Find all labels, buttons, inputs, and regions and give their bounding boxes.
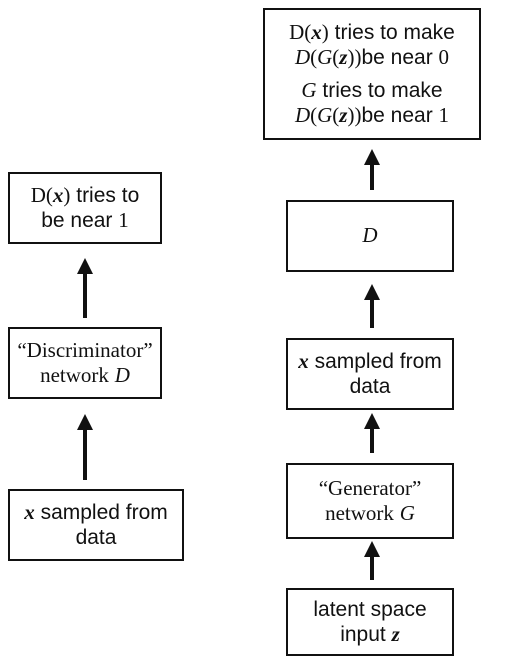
right-objective-text4: be near: [361, 104, 433, 128]
left-output-text2: be near: [41, 209, 113, 232]
left-input-var: x: [24, 499, 35, 524]
left-output-text1: tries to: [76, 183, 140, 207]
left-output-line1: D(x) tries to: [31, 183, 140, 208]
right-generator-title: “Generator”: [318, 475, 422, 500]
left-output-box: D(x) tries to be near 1: [8, 172, 162, 244]
right-objective-value2: 0: [438, 44, 450, 69]
right-generator-box: “Generator” network G: [286, 463, 454, 539]
right-latent-title: latent space: [313, 597, 427, 621]
right-objective-line3: G tries to make: [301, 78, 442, 103]
right-sample-data: data: [349, 375, 391, 398]
right-generator-network-label: network: [325, 501, 394, 525]
left-discriminator-box: “Discriminator” network D: [8, 327, 162, 399]
right-sample-box: x sampled from data: [286, 338, 454, 410]
left-input-data: data: [75, 526, 117, 549]
right-objective-box: D(x) tries to make D(G(z))be near 0 G tr…: [263, 8, 481, 140]
left-output-value: 1: [118, 208, 129, 232]
right-sample-line1: x sampled from: [298, 349, 442, 374]
right-latent-line2: input z: [340, 622, 400, 647]
right-objective-line2: D(G(z))be near 0: [295, 45, 449, 70]
right-generator-var: G: [399, 501, 415, 525]
left-discriminator-var: D: [114, 363, 130, 387]
right-objective-math1: D(x): [289, 19, 329, 44]
right-generator-line2: network G: [325, 501, 415, 526]
right-objective-text3: tries to make: [322, 79, 443, 102]
right-objective-var3: G: [301, 78, 317, 102]
right-sample-var: x: [298, 348, 309, 373]
right-objective-math4: D(G(z)): [294, 103, 362, 128]
right-latent-box: latent space input z: [286, 588, 454, 656]
right-latent-var: z: [391, 622, 400, 646]
right-objective-text2: be near: [361, 45, 433, 69]
right-discriminator-label: D: [362, 223, 378, 248]
right-objective-line1: D(x) tries to make: [289, 20, 455, 45]
left-output-line2: be near 1: [41, 208, 129, 233]
left-discriminator-title: “Discriminator”: [17, 337, 153, 362]
left-input-box: x sampled from data: [8, 489, 184, 561]
left-output-math: D(x): [30, 182, 71, 207]
right-objective-value4: 1: [438, 103, 450, 128]
right-latent-input-label: input: [340, 623, 386, 646]
right-objective-line4: D(G(z))be near 1: [295, 103, 449, 128]
right-discriminator-box: D: [286, 200, 454, 272]
left-discriminator-line2: network D: [40, 363, 130, 388]
left-discriminator-network-label: network: [40, 363, 109, 387]
right-sample-text: sampled from: [314, 349, 442, 373]
right-objective-math2: D(G(z)): [294, 44, 362, 69]
left-input-line1: x sampled from: [24, 500, 168, 525]
left-input-text: sampled from: [40, 500, 168, 524]
right-objective-text1: tries to make: [334, 20, 455, 44]
